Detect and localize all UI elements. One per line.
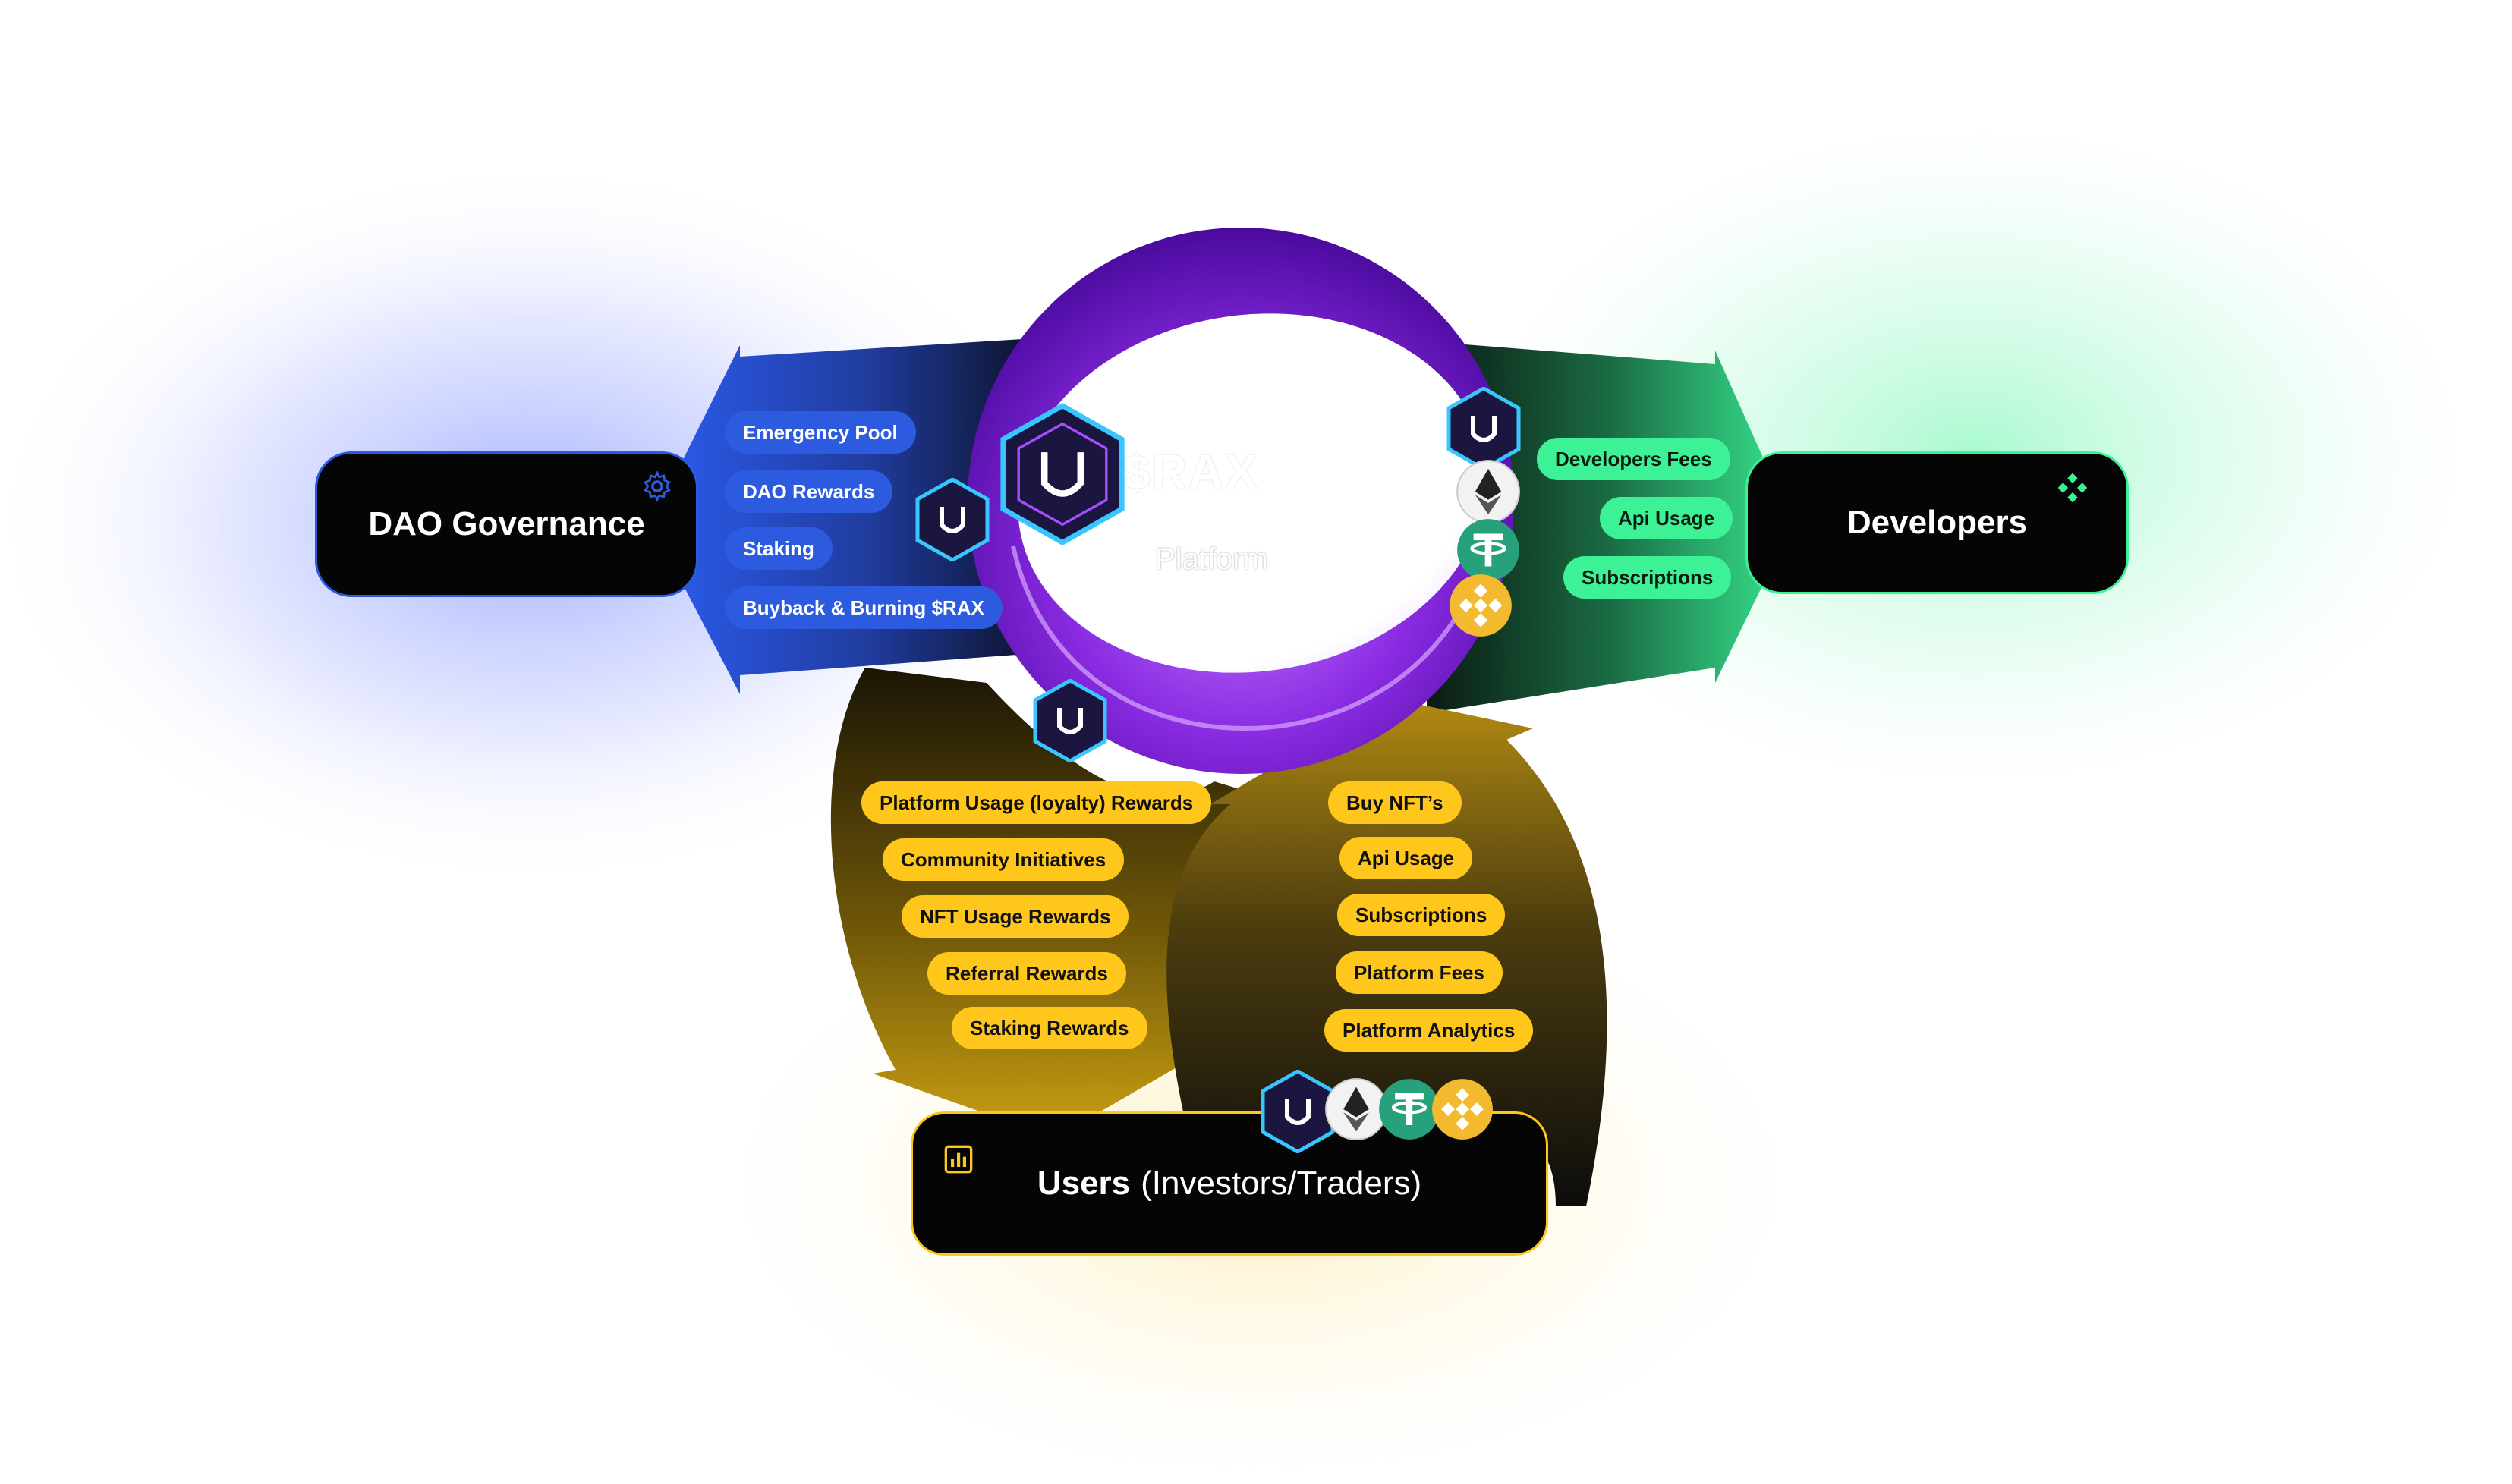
binance-icon (1450, 574, 1512, 637)
developers-box[interactable]: Developers (1745, 451, 2129, 594)
dao-item-emergency-pool: Emergency Pool (725, 411, 916, 454)
dao-item-buyback: Buyback & Burning $RAX (725, 586, 1003, 629)
network-icon (2058, 473, 2087, 502)
users-reward-nft-usage: NFT Usage Rewards (902, 895, 1129, 938)
users-reward-staking: Staking Rewards (952, 1007, 1147, 1049)
rax-token-icon-users (1033, 679, 1107, 762)
dev-item-subscriptions: Subscriptions (1563, 556, 1732, 599)
users-payment-subscriptions: Subscriptions (1337, 894, 1506, 936)
rax-token-icon (1000, 402, 1125, 546)
users-payment-buy-nfts: Buy NFT’s (1328, 781, 1462, 824)
rax-token-icon-dev (1446, 387, 1521, 470)
platform-title: $RAX (1123, 445, 1259, 499)
platform-subtitle: Platform (1155, 542, 1268, 576)
binance-icon-users (1432, 1079, 1493, 1140)
platform-face (1018, 313, 1487, 673)
dao-item-staking: Staking (725, 527, 833, 570)
users-subtitle: (Investors/Traders) (1141, 1165, 1422, 1202)
platform-rim-highlight (1011, 545, 1478, 731)
tether-icon (1457, 519, 1519, 581)
developers-title: Developers (1846, 504, 2028, 541)
gear-icon (644, 470, 671, 502)
users-reward-referral: Referral Rewards (927, 952, 1126, 995)
users-title: Users (1037, 1165, 1131, 1202)
dao-governance-box[interactable]: DAO Governance (315, 451, 698, 597)
chart-icon (944, 1145, 973, 1174)
users-reward-platform-usage: Platform Usage (loyalty) Rewards (861, 781, 1212, 824)
rax-token-icon-dao (915, 478, 990, 561)
dao-item-dao-rewards: DAO Rewards (725, 470, 893, 513)
dev-item-api-usage: Api Usage (1600, 497, 1733, 539)
users-payment-analytics: Platform Analytics (1324, 1009, 1534, 1052)
ethereum-icon-users (1325, 1078, 1387, 1140)
ethereum-icon (1456, 460, 1520, 523)
users-box[interactable]: Users (Investors/Traders) (911, 1111, 1548, 1256)
users-payment-platform-fees: Platform Fees (1336, 951, 1503, 994)
dao-governance-title: DAO Governance (368, 505, 645, 542)
tether-icon-users (1379, 1079, 1440, 1140)
dev-item-developers-fees: Developers Fees (1537, 438, 1730, 480)
users-payment-api-usage: Api Usage (1339, 837, 1473, 879)
users-reward-community: Community Initiatives (883, 838, 1125, 881)
